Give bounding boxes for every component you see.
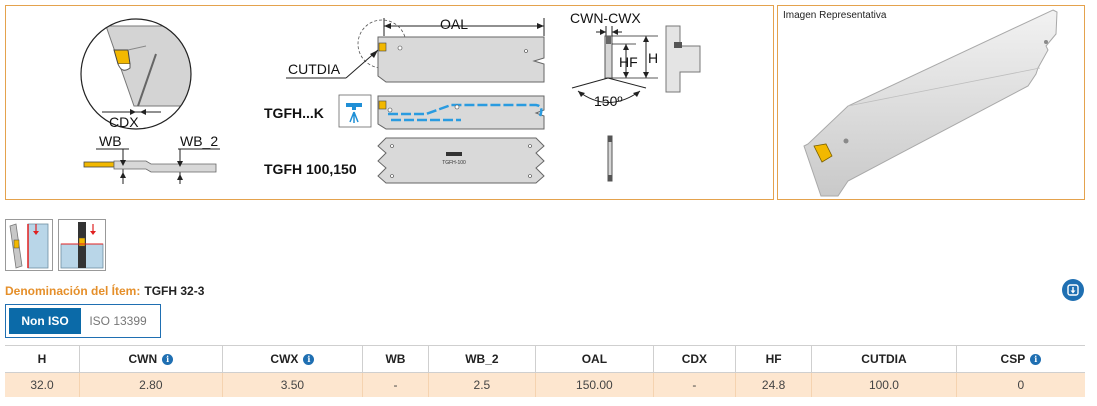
item-designation: Denominación del Ítem:TGFH 32-3 bbox=[5, 284, 204, 298]
info-icon[interactable]: i bbox=[1030, 354, 1042, 365]
table-row: 32.0 2.80 3.50 - 2.5 150.00 - 24.8 100.0… bbox=[5, 372, 1085, 397]
variant-k-label: TGFH...K bbox=[264, 105, 324, 121]
spec-table: H CWN i CWX i WB WB_2 OAL CDX HF CUTDIA CS… bbox=[5, 345, 1085, 397]
download-icon bbox=[1067, 284, 1079, 296]
blade-marking: TGFH-100 bbox=[442, 160, 466, 166]
col-wb2: WB_2 bbox=[427, 345, 536, 373]
cell-hf: 24.8 bbox=[735, 372, 812, 397]
technical-diagram-panel: CDX WB WB_2 OAL bbox=[5, 5, 774, 200]
side-view: WB WB_2 bbox=[83, 133, 220, 184]
col-cwn-label: CWN bbox=[128, 352, 158, 366]
col-hf: HF bbox=[735, 345, 812, 373]
col-h: H bbox=[5, 345, 80, 373]
blade-100-150-variant: TGFH 100,150 TGFH-100 bbox=[264, 137, 545, 184]
representative-image bbox=[803, 9, 1058, 197]
col-cdx: CDX bbox=[652, 345, 736, 373]
technical-diagram: CDX WB WB_2 OAL bbox=[80, 10, 701, 184]
blade-k-variant: TGFH...K bbox=[264, 94, 545, 130]
info-icon[interactable]: i bbox=[303, 354, 315, 365]
cutdia-label: CUTDIA bbox=[288, 61, 341, 77]
iso-13399-tab[interactable]: ISO 13399 bbox=[89, 314, 147, 328]
cell-wb2: 2.5 bbox=[427, 372, 536, 397]
angle-label: 150º bbox=[594, 93, 622, 109]
col-wb2-label: WB_2 bbox=[465, 352, 499, 366]
wb-label: WB bbox=[99, 133, 122, 149]
info-icon[interactable]: i bbox=[162, 354, 174, 365]
col-h-label: H bbox=[37, 352, 47, 366]
h-label: H bbox=[648, 50, 658, 66]
insert-detail-view: CDX bbox=[80, 18, 192, 130]
cdx-label: CDX bbox=[109, 114, 139, 130]
wb2-label: WB_2 bbox=[180, 133, 218, 149]
variant-100-150-label: TGFH 100,150 bbox=[264, 161, 357, 177]
cell-cutdia: 100.0 bbox=[811, 372, 957, 397]
col-csp-label: CSP bbox=[1000, 352, 1026, 366]
coolant-tap-icon bbox=[338, 94, 372, 128]
application-thumbnail-1[interactable] bbox=[5, 219, 53, 271]
col-cwx: CWX i bbox=[221, 345, 363, 373]
col-wb-label: WB bbox=[385, 352, 406, 366]
cell-h: 32.0 bbox=[5, 372, 80, 397]
standard-toggle: Non ISO ISO 13399 bbox=[5, 304, 161, 338]
representative-image-panel: Imagen Representativa bbox=[777, 5, 1085, 200]
cell-csp: 0 bbox=[955, 372, 1085, 397]
col-cutdia: CUTDIA bbox=[811, 345, 957, 373]
non-iso-tab[interactable]: Non ISO bbox=[9, 308, 81, 334]
oal-label: OAL bbox=[440, 16, 468, 32]
col-cwx-label: CWX bbox=[270, 352, 299, 366]
cell-oal: 150.00 bbox=[535, 372, 654, 397]
item-value: TGFH 32-3 bbox=[144, 284, 205, 298]
cell-cwn: 2.80 bbox=[79, 372, 223, 397]
col-cwn: CWN i bbox=[79, 345, 223, 373]
col-hf-label: HF bbox=[765, 352, 782, 366]
download-button[interactable] bbox=[1062, 279, 1084, 301]
cell-cdx: - bbox=[652, 372, 736, 397]
cross-section-view: CWN-CWX H HF 1 bbox=[570, 10, 701, 182]
col-csp: CSP i bbox=[955, 345, 1085, 373]
col-wb: WB bbox=[362, 345, 429, 373]
blade-top-view: OAL CUTDIA bbox=[286, 16, 545, 83]
cwn-cwx-label: CWN-CWX bbox=[570, 10, 641, 26]
item-label: Denominación del Ítem: bbox=[5, 284, 141, 298]
col-oal: OAL bbox=[535, 345, 654, 373]
col-cutdia-label: CUTDIA bbox=[861, 352, 907, 366]
hf-label: HF bbox=[619, 54, 638, 70]
application-thumbnail-2[interactable] bbox=[58, 219, 106, 271]
image-caption: Imagen Representativa bbox=[783, 10, 887, 21]
col-oal-label: OAL bbox=[581, 352, 608, 366]
cell-wb: - bbox=[362, 372, 429, 397]
table-header-row: H CWN i CWX i WB WB_2 OAL CDX HF CUTDIA CS… bbox=[5, 345, 1085, 373]
cell-cwx: 3.50 bbox=[221, 372, 363, 397]
col-cdx-label: CDX bbox=[681, 352, 708, 366]
